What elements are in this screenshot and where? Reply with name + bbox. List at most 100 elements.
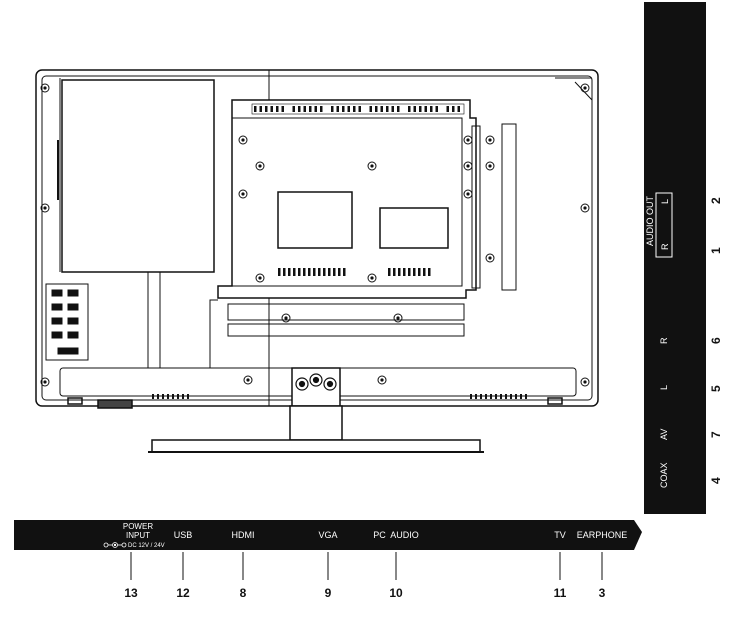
- vent-slot: [254, 106, 257, 112]
- screw-center: [466, 138, 470, 142]
- vent-slot: [278, 268, 281, 276]
- screw-hole: [485, 161, 495, 171]
- bottom-panel: [14, 520, 642, 550]
- vent-slot: [520, 394, 522, 399]
- vent-slot: [408, 106, 411, 112]
- screw-center: [43, 86, 47, 90]
- vent-slot: [398, 268, 401, 276]
- screw-hole: [367, 161, 377, 171]
- vent-slot: [172, 394, 174, 399]
- vent-slot: [177, 394, 179, 399]
- screw-hole: [40, 83, 50, 93]
- screw-hole: [485, 135, 495, 145]
- vent-slot: [347, 106, 350, 112]
- vent-slot: [187, 394, 189, 399]
- screw-hole: [463, 189, 473, 199]
- usb-label: USB: [174, 530, 193, 540]
- vent-slot: [500, 394, 502, 399]
- vent-slot: [281, 106, 284, 112]
- vent-slot: [490, 394, 492, 399]
- screw-center: [488, 138, 492, 142]
- screw-center: [583, 206, 587, 210]
- screw-center: [583, 380, 587, 384]
- screw-hole: [238, 135, 248, 145]
- vent-slot: [303, 268, 306, 276]
- vent-slot: [397, 106, 400, 112]
- vent-slot: [485, 394, 487, 399]
- vent-slot: [475, 394, 477, 399]
- vent-slot: [309, 106, 312, 112]
- tv-label: TV: [554, 530, 566, 540]
- vent-slot: [293, 268, 296, 276]
- vent-slot: [320, 106, 323, 112]
- screw-hole: [580, 377, 590, 387]
- vent-slot: [303, 106, 306, 112]
- vent-slot: [323, 268, 326, 276]
- callout-6: 6: [709, 337, 723, 344]
- vent-slot: [259, 106, 262, 112]
- screw-center: [370, 164, 374, 168]
- vent-slot: [353, 106, 356, 112]
- tv-rear-body: [35, 69, 599, 453]
- screw-center: [488, 164, 492, 168]
- vent-slot: [480, 394, 482, 399]
- vent-slot: [418, 268, 421, 276]
- vent-slot: [283, 268, 286, 276]
- vent-slot: [505, 394, 507, 399]
- vent-slot: [413, 106, 416, 112]
- callout-12: 12: [176, 586, 190, 600]
- vent-slot: [430, 106, 433, 112]
- screw-center: [43, 380, 47, 384]
- vent-slot: [380, 106, 383, 112]
- vent-slot: [265, 106, 268, 112]
- vent-slot: [419, 106, 422, 112]
- screw-center: [396, 316, 400, 320]
- screw-hole: [485, 253, 495, 263]
- screw-center: [380, 378, 384, 382]
- vent-slot: [388, 268, 391, 276]
- screw-hole: [281, 313, 291, 323]
- screw-hole: [255, 273, 265, 283]
- vent-slot: [338, 268, 341, 276]
- vent-slot: [308, 268, 311, 276]
- vent-slot: [333, 268, 336, 276]
- top-vent: [251, 103, 465, 115]
- screw-center: [583, 86, 587, 90]
- coax-label: COAX: [659, 462, 669, 488]
- side-panel: [644, 2, 706, 514]
- callout-10: 10: [389, 586, 403, 600]
- r-label: R: [659, 337, 669, 344]
- screw-center: [241, 138, 245, 142]
- vent-slot: [369, 106, 372, 112]
- vent-slot: [428, 268, 431, 276]
- vent-slot: [342, 106, 345, 112]
- vent-slot: [276, 106, 279, 112]
- vent-slot: [470, 394, 472, 399]
- vent-slot: [313, 268, 316, 276]
- vent-slot: [298, 106, 301, 112]
- vent-slot: [446, 106, 449, 112]
- screw-hole: [393, 313, 403, 323]
- screw-center: [466, 192, 470, 196]
- vent-slot: [424, 106, 427, 112]
- vent-slot: [318, 268, 321, 276]
- vent-slot: [162, 394, 164, 399]
- vent-slot: [435, 106, 438, 112]
- callout-3: 3: [599, 586, 606, 600]
- vent-slot: [525, 394, 527, 399]
- vent-slot: [167, 394, 169, 399]
- av-label: AV: [659, 429, 669, 440]
- power-input-label-2: INPUT: [126, 531, 150, 540]
- callout-1: 1: [709, 247, 723, 254]
- hdmi-label: HDMI: [232, 530, 255, 540]
- vent-slot: [457, 106, 460, 112]
- vent-slot: [452, 106, 455, 112]
- audio-out-l-label: L: [660, 199, 670, 204]
- screw-center: [370, 276, 374, 280]
- vent-slot: [182, 394, 184, 399]
- vent-slot: [292, 106, 295, 112]
- pc-audio-label: PC AUDIO: [373, 530, 419, 540]
- callout-5: 5: [709, 385, 723, 392]
- screw-hole: [367, 273, 377, 283]
